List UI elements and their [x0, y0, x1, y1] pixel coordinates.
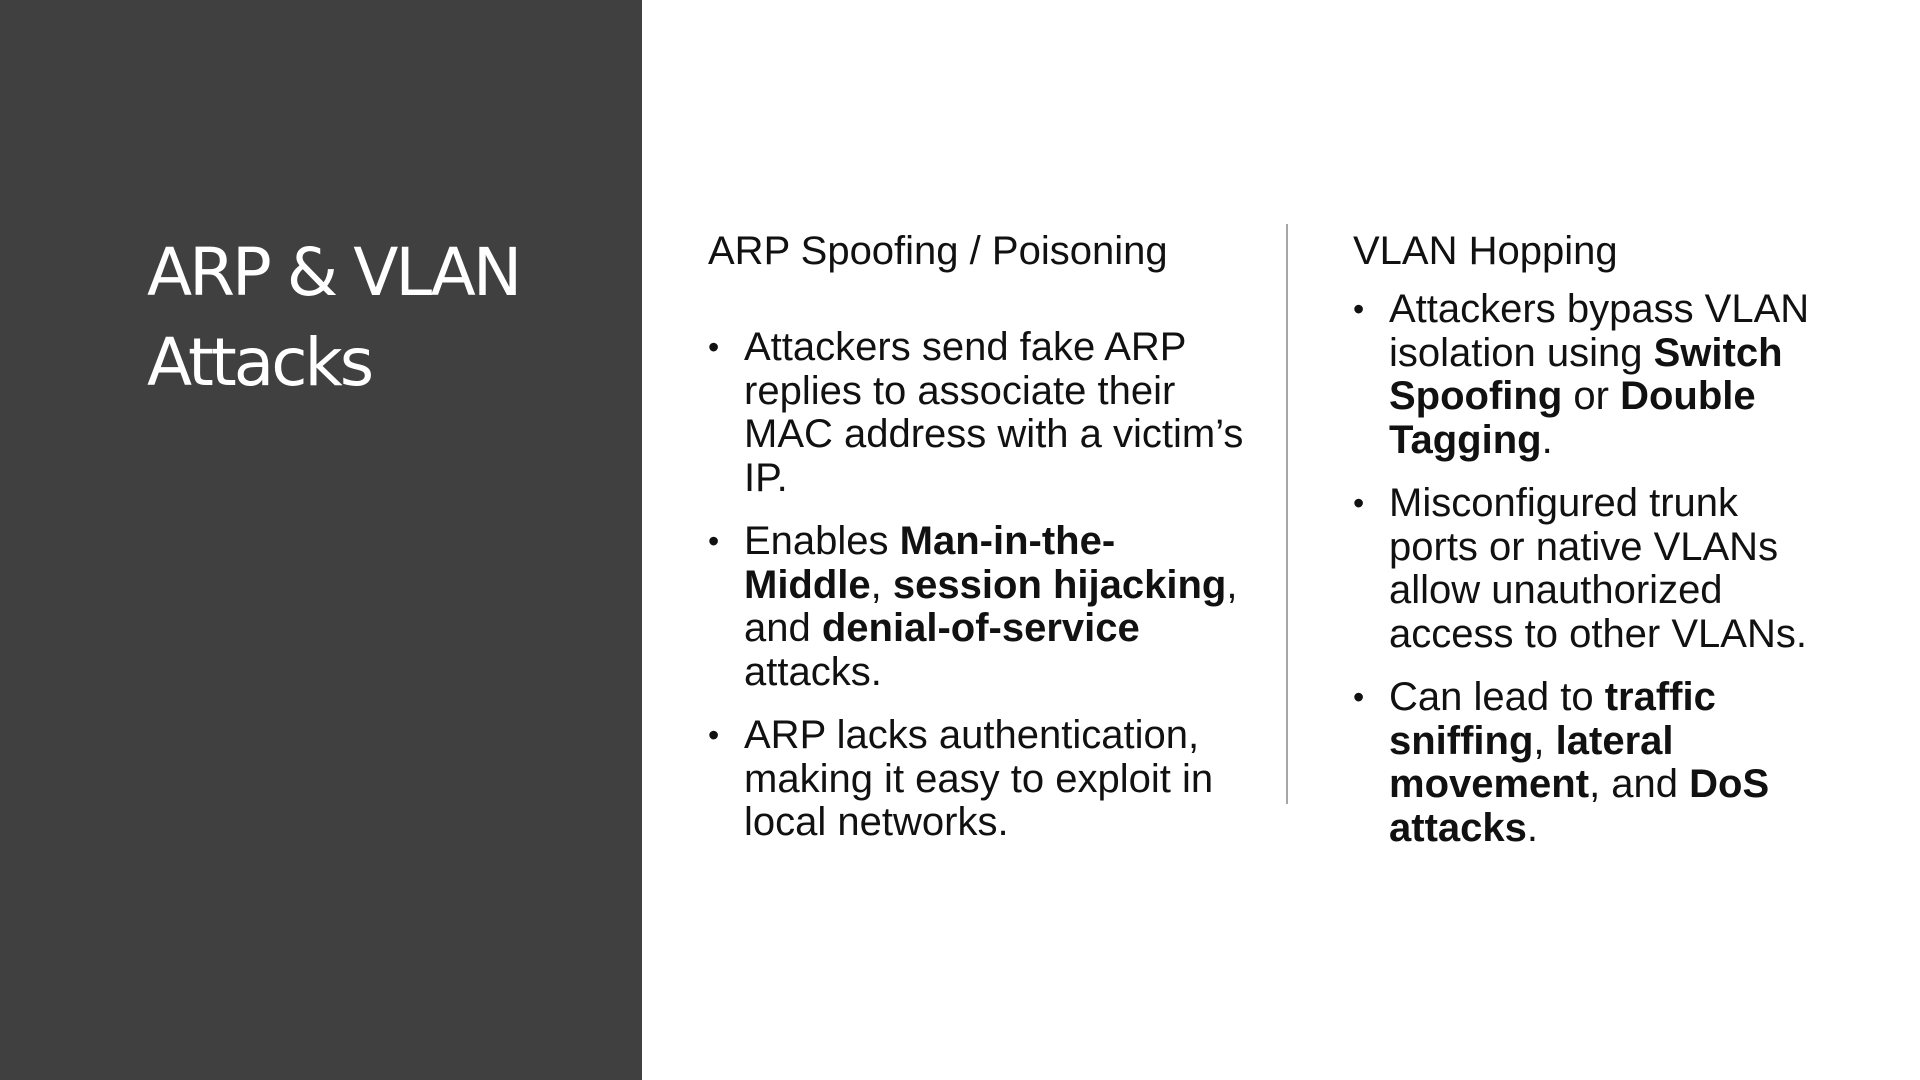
bullet-text: attacks.: [744, 649, 882, 694]
bullet-emphasis-text: Switch Spoofing: [1389, 330, 1783, 418]
bullet-point-icon: •: [708, 717, 720, 753]
bullet-point-icon: •: [708, 523, 720, 559]
bullet-text: , and: [744, 562, 1238, 650]
bullet-item: • Misconfigured trunk ports or native VLA…: [1353, 481, 1823, 656]
arp-spoofing-bullet-list: • Attackers send fake ARP replies to asso…: [708, 325, 1248, 845]
bullet-text: .: [1541, 417, 1553, 462]
vlan-hopping-bullet-list: • Attackers bypass VLAN isolation using S…: [1353, 287, 1823, 850]
bullet-text: Attackers send fake ARP replies to assoc…: [744, 325, 1244, 500]
bullet-text: Enables: [744, 519, 900, 563]
slide-title-line-1: ARP & VLAN: [147, 234, 522, 311]
column-divider: [1286, 224, 1288, 804]
bullet-emphasis-text: traffic sniffing: [1389, 675, 1716, 763]
bullet-point-icon: •: [708, 329, 720, 365]
bullet-point-icon: •: [1353, 485, 1365, 521]
bullet-text: , and: [1589, 762, 1690, 806]
bullet-text: Can lead to: [1389, 675, 1605, 719]
arp-spoofing-column: ARP Spoofing / Poisoning • Attackers send…: [708, 226, 1248, 865]
bullet-text: Misconfigured trunk ports or native VLAN…: [1389, 481, 1807, 656]
bullet-emphasis-text: session hijacking: [892, 562, 1227, 607]
slide-title-line-2: Attacks: [147, 324, 374, 401]
bullet-text: or: [1562, 374, 1621, 418]
vlan-hopping-column: VLAN Hopping • Attackers bypass VLAN isol…: [1353, 226, 1823, 870]
bullet-point-icon: •: [1353, 291, 1365, 327]
bullet-emphasis-text: DoS attacks: [1389, 762, 1770, 850]
bullet-item: • ARP lacks authentication, making it eas…: [708, 713, 1248, 845]
bullet-text: Attackers bypass VLAN isolation using: [1389, 287, 1810, 375]
bullet-point-icon: •: [1353, 679, 1365, 715]
vlan-hopping-heading: VLAN Hopping: [1353, 229, 1618, 273]
bullet-emphasis-text: Man-in-the-Middle: [744, 519, 1116, 607]
bullet-emphasis-text: lateral movement: [1389, 718, 1674, 806]
arp-spoofing-heading: ARP Spoofing / Poisoning: [708, 229, 1168, 273]
title-side-panel: [0, 0, 642, 1080]
bullet-text: ,: [1533, 718, 1556, 763]
bullet-item: • Attackers send fake ARP replies to asso…: [708, 325, 1248, 500]
bullet-text: ,: [870, 562, 893, 607]
slide-title: ARP & VLAN Attacks: [147, 228, 617, 408]
bullet-emphasis-text: denial-of-service: [821, 606, 1140, 650]
bullet-text: .: [1526, 805, 1538, 850]
bullet-item: • Enables Man-in-the-Middle, session hija…: [708, 519, 1248, 694]
bullet-item: • Can lead to traffic sniffing, lateral m…: [1353, 675, 1823, 850]
bullet-text: ARP lacks authentication, making it easy…: [744, 713, 1214, 844]
bullet-emphasis-text: Double Tagging: [1389, 374, 1756, 462]
bullet-item: • Attackers bypass VLAN isolation using S…: [1353, 287, 1823, 462]
